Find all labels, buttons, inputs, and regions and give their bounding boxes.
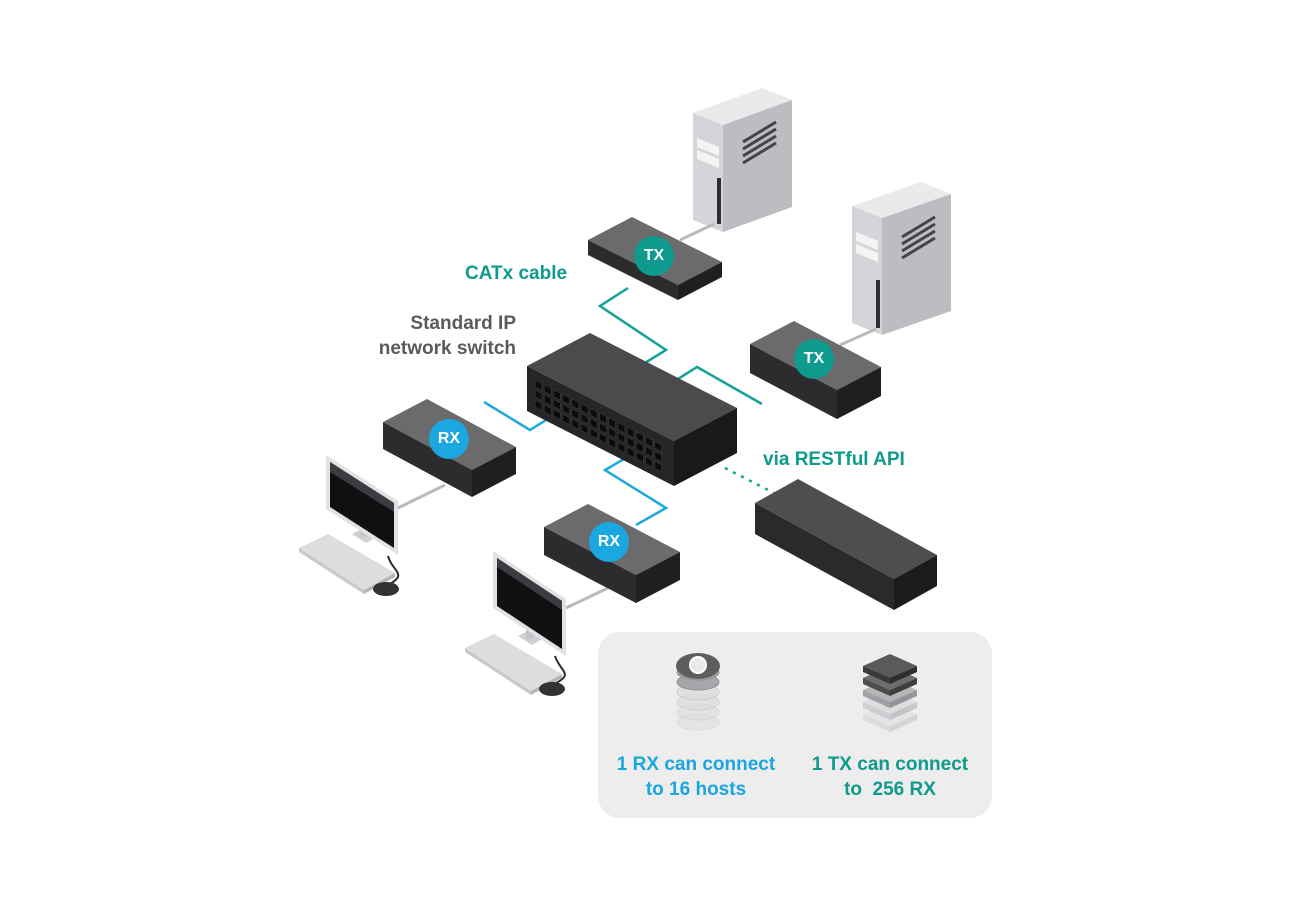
tx-capacity-line2: to 256 RX (844, 779, 936, 800)
switch-port (626, 436, 635, 449)
tx-badge-2: TX (794, 339, 834, 379)
switch-port (580, 413, 589, 425)
switch-port (580, 423, 589, 435)
switch-label-line1: Standard IP (410, 313, 516, 334)
rx-badge-1: RX (429, 419, 469, 459)
switch-port (626, 426, 635, 439)
switch-port (543, 384, 552, 396)
rx-badge-2: RX (589, 522, 629, 562)
switch-port (543, 394, 552, 406)
switch-port (617, 421, 626, 434)
switch-port (608, 437, 616, 449)
server-tower-1 (693, 88, 792, 232)
workstation-1 (299, 455, 400, 596)
switch-port (589, 427, 598, 440)
switch-port (626, 446, 635, 459)
switch-port (654, 450, 662, 463)
restful-api-label: via RESTful API (763, 449, 905, 470)
tx-badge-1: TX (634, 236, 674, 276)
rx-hosts-stack-icon (676, 653, 720, 731)
switch-port (617, 431, 626, 444)
switch-port (645, 436, 653, 448)
switch-port (617, 441, 626, 454)
switch-port (534, 389, 543, 402)
switch-port (571, 398, 580, 410)
management-device (755, 479, 937, 610)
switch-port (543, 404, 552, 416)
switch-port (571, 408, 580, 420)
switch-port (654, 460, 662, 473)
server-tower-2 (852, 182, 951, 335)
tx-capacity-text: 1 TX can connect to 256 RX (800, 752, 980, 802)
switch-port (608, 417, 616, 429)
api-dotted-link (724, 466, 777, 496)
switch-port (553, 398, 561, 411)
switch-port (562, 403, 570, 416)
switch-port (562, 393, 570, 406)
switch-port (599, 412, 607, 425)
switch-port (571, 418, 580, 430)
switch-port (645, 446, 653, 458)
tx-capacity-line1: 1 TX can connect (811, 754, 969, 775)
catx-cable-label: CATx cable (465, 263, 568, 284)
switch-port (636, 431, 644, 443)
workstation-2 (465, 551, 566, 696)
rx-capacity-line1: 1 RX can connect (616, 754, 776, 775)
switch-ports (534, 379, 662, 473)
switch-port (636, 441, 644, 453)
info-panel (598, 632, 992, 818)
switch-port (589, 417, 598, 430)
switch-port (608, 427, 616, 439)
catx-cables (597, 286, 763, 406)
tx-receivers-stack-icon (863, 654, 917, 732)
rx-capacity-text: 1 RX can connect to 16 hosts (606, 752, 786, 802)
gray-cables (397, 222, 877, 610)
switch-port (599, 422, 607, 435)
switch-port (589, 407, 598, 420)
switch-port (534, 399, 543, 412)
switch-port (534, 379, 543, 392)
rx-capacity-line2: to 16 hosts (645, 779, 747, 800)
switch-port (580, 403, 589, 415)
switch-label: Standard IP network switch (336, 311, 516, 361)
switch-port (553, 408, 561, 421)
switch-port (553, 388, 561, 401)
switch-port (654, 440, 662, 453)
switch-port (599, 432, 607, 445)
switch-port (636, 451, 644, 463)
switch-port (645, 456, 653, 468)
switch-label-line2: network switch (378, 338, 516, 359)
network-switch (527, 333, 737, 486)
switch-port (562, 413, 570, 426)
